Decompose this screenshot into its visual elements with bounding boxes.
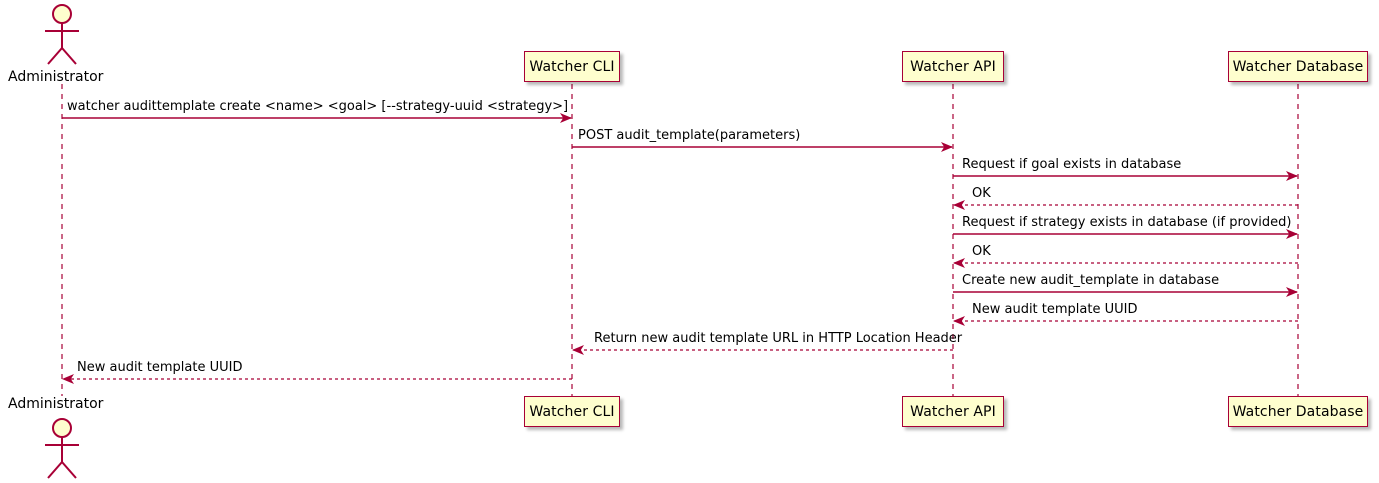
- participant-box-watcher-database-top[interactable]: Watcher Database: [1228, 51, 1368, 82]
- message-label-6: OK: [972, 244, 991, 259]
- message-label-1: watcher audittemplate create <name> <goa…: [67, 99, 569, 114]
- message-label-4: OK: [972, 186, 991, 201]
- participant-box-watcher-api-bottom[interactable]: Watcher API: [902, 396, 1004, 427]
- message-label-9: Return new audit template URL in HTTP Lo…: [594, 331, 963, 346]
- participant-box-watcher-cli-bottom[interactable]: Watcher CLI: [524, 396, 620, 427]
- message-label-8: New audit template UUID: [972, 302, 1138, 317]
- participant-box-watcher-cli-top[interactable]: Watcher CLI: [524, 51, 620, 82]
- actor-administrator-top: [45, 4, 79, 65]
- participant-box-watcher-api-top[interactable]: Watcher API: [902, 51, 1004, 82]
- actor-administrator-bottom: [45, 418, 79, 479]
- message-label-7: Create new audit_template in database: [962, 273, 1220, 288]
- message-label-3: Request if goal exists in database: [962, 157, 1182, 172]
- lifelines: [61, 84, 1299, 396]
- message-arrows: [62, 113, 1298, 384]
- actor-label-administrator-top: Administrator: [8, 69, 104, 85]
- message-label-2: POST audit_template(parameters): [578, 128, 801, 143]
- message-label-5: Request if strategy exists in database (…: [962, 215, 1292, 230]
- participant-box-watcher-database-bottom[interactable]: Watcher Database: [1228, 396, 1368, 427]
- message-label-10: New audit template UUID: [77, 360, 243, 375]
- actor-label-administrator-bottom: Administrator: [8, 396, 104, 412]
